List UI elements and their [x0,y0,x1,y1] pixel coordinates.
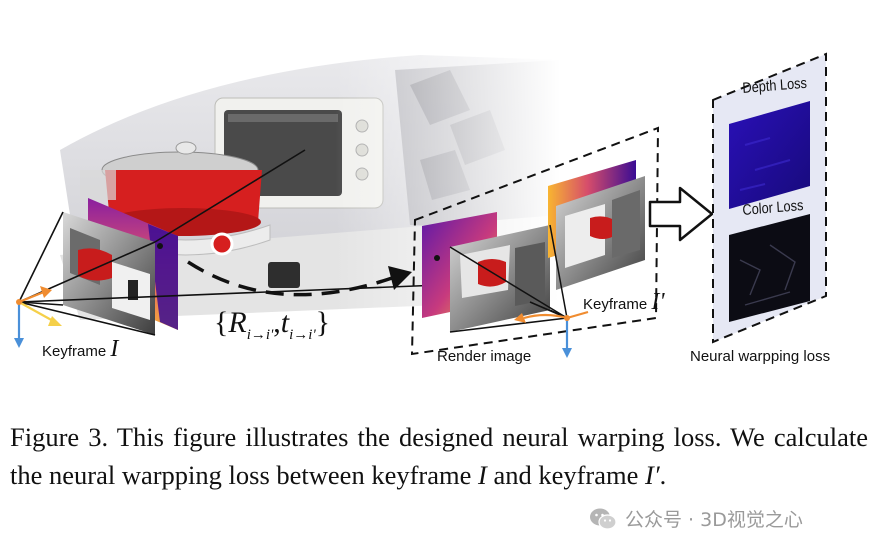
depth-loss-map [729,101,810,209]
caption-suffix: . [659,460,667,490]
keyframe-left-label: Keyframe I [42,336,118,363]
transform-R-sub: i→i' [246,327,274,343]
right-camera-axes-icon [434,255,589,358]
transform-label: {Ri→i',ti→i'} [214,306,330,344]
pose-transform-arrow [187,260,412,297]
wechat-icon [590,508,617,530]
watermark: 公众号 · 3D视觉之心 [589,505,803,532]
transform-t: t [280,306,290,339]
render-image-label: Render image [437,348,532,365]
caption-symbol-I-prime: I′ [645,460,660,490]
keyframe-right-text: Keyframe [583,296,648,313]
render-color-image [450,225,550,332]
neural-warping-figure: Keyframe I {Ri→i',ti→i'} Keyframe I' Ren… [14,52,831,365]
hollow-right-arrow-icon [648,186,714,242]
figure-graphics [14,52,827,358]
transform-open-brace: { [214,306,229,339]
right-camera-frustum [449,224,568,333]
transform-R: R [228,306,247,339]
caption-prefix: Figure 3. This figure illustrates the de… [10,422,868,490]
figure-caption: Figure 3. This figure illustrates the de… [10,418,868,494]
transform-close-brace: } [315,306,331,339]
left-camera-axes-icon [14,243,163,348]
transform-comma: , [273,306,281,339]
caption-symbol-I: I [478,460,487,490]
watermark-text: 公众号 · 3D视觉之心 [625,509,803,531]
right-keyframe-image [556,176,645,290]
left-keyframe-image [63,212,155,335]
keyframe-left-symbol: I [110,336,119,362]
neural-warping-loss-label: Neural warpping loss [690,348,831,365]
keyframe-right-label: Keyframe I' [583,289,665,316]
caption-middle: and keyframe [486,460,646,490]
keyframe-left-text: Keyframe [42,343,107,360]
render-image-box [410,126,660,356]
keyframe-right-symbol: I' [651,289,665,315]
transform-t-sub: i→i' [289,327,316,343]
color-loss-map [729,214,810,322]
